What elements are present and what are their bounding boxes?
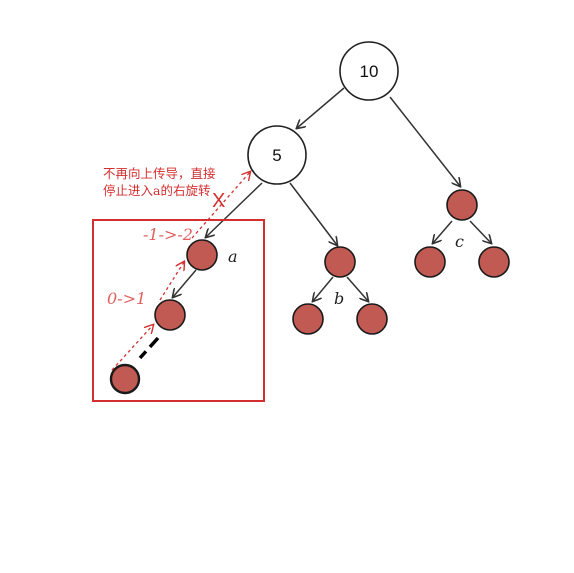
subtree-label-b: b — [334, 289, 344, 308]
node-a — [186, 239, 218, 271]
node-five: 5 — [247, 125, 307, 185]
node-root-circle — [339, 41, 399, 101]
node-five-circle — [247, 125, 307, 185]
edge-10-to-5 — [297, 87, 345, 128]
stop-cross-mark: X — [212, 190, 225, 212]
node-c-left — [414, 246, 446, 278]
edge-bparent-left — [313, 276, 334, 301]
propagation-arrow-to-child — [111, 325, 153, 371]
node-root-label: 10 — [360, 62, 379, 81]
node-new-inserted — [109, 363, 141, 395]
balance-factor-child: 0->1 — [107, 289, 146, 308]
propagation-arrow-to-a — [159, 262, 184, 301]
tree-edges — [173, 87, 491, 301]
new-node-edge — [138, 336, 160, 360]
edge-right-right — [469, 220, 491, 243]
edge-5-to-a — [206, 182, 263, 237]
edge-a-to-child — [173, 269, 197, 297]
edge-bparent-right — [346, 276, 368, 301]
node-b-left — [292, 303, 324, 335]
node-five-label: 5 — [272, 146, 281, 165]
balance-factor-a: -1->-2 — [143, 225, 193, 244]
propagation-path — [111, 172, 250, 371]
edge-right-left — [433, 220, 453, 243]
node-b-right — [356, 303, 388, 335]
node-c-right — [478, 246, 510, 278]
node-b-parent — [324, 246, 356, 278]
node-a-child — [154, 299, 186, 331]
small-nodes — [109, 189, 510, 395]
subtree-label-a: a — [228, 247, 238, 266]
highlight-box — [92, 219, 265, 402]
node-c-parent — [446, 189, 478, 221]
subtree-label-c: c — [455, 232, 464, 251]
edge-10-to-right — [389, 96, 460, 186]
note-line-1: 不再向上传导，直接 — [103, 166, 216, 181]
note-line-2: 停止进入a的右旋转 — [103, 183, 210, 198]
propagation-arrow-to-five — [191, 172, 250, 239]
edge-5-to-b-parent — [289, 182, 337, 245]
node-root: 10 — [339, 41, 399, 101]
